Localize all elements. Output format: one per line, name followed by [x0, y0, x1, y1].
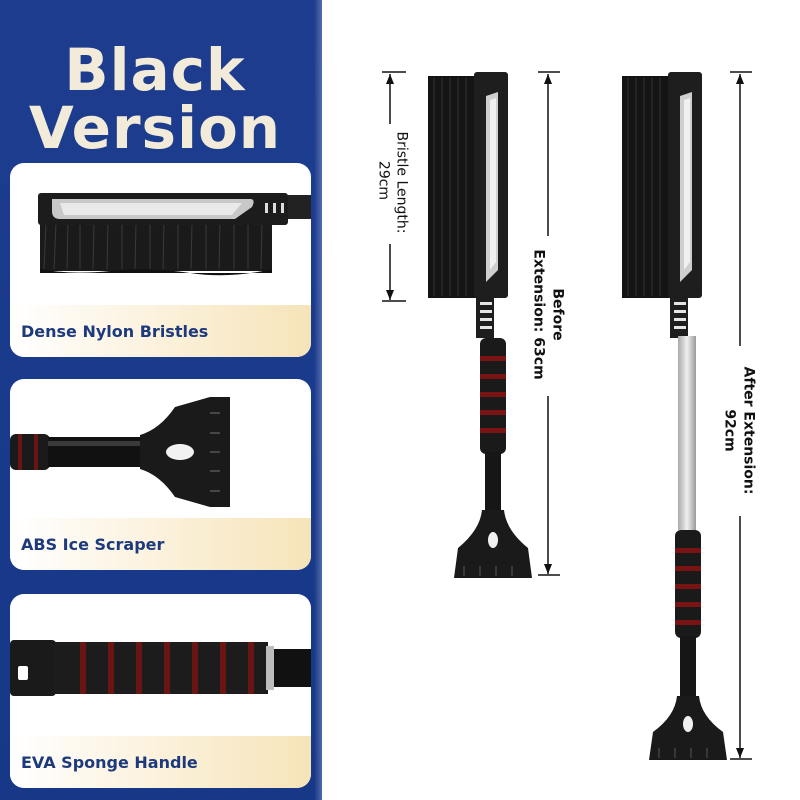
brush-before-extension — [428, 72, 532, 578]
title-line-2: Version — [28, 94, 282, 162]
feature-card-handle: EVA Sponge Handle — [10, 594, 311, 788]
bristle-length-value: 29cm — [375, 160, 392, 201]
after-extension-value: 92cm — [721, 409, 738, 452]
before-extension-marker — [528, 71, 572, 576]
bristles — [40, 221, 272, 276]
before-extension-label: Before — [549, 288, 566, 341]
bristle-length-marker — [382, 71, 412, 302]
bristle-length-label: Bristle Length: — [393, 131, 410, 234]
brush-after-extension — [622, 72, 727, 760]
product-dimension-diagram — [382, 71, 766, 760]
before-extension-value: Extension: 63cm — [530, 249, 547, 380]
after-extension-marker — [718, 71, 766, 760]
feature-caption-bristles: Dense Nylon Bristles — [10, 305, 311, 357]
sponge-handle-closeup-image — [10, 640, 311, 696]
feature-caption-handle: EVA Sponge Handle — [10, 736, 311, 788]
title-line-1: Black — [64, 36, 246, 104]
after-extension-label: After Extension: — [740, 366, 757, 495]
feature-panel: Black Version — [0, 0, 322, 800]
feature-card-scraper: ABS Ice Scraper — [10, 379, 311, 570]
feature-card-bristles: Dense Nylon Bristles — [10, 163, 311, 357]
ice-scraper-closeup-image — [10, 397, 230, 507]
brush-head-closeup-image — [38, 193, 311, 276]
feature-caption-scraper: ABS Ice Scraper — [10, 518, 311, 570]
